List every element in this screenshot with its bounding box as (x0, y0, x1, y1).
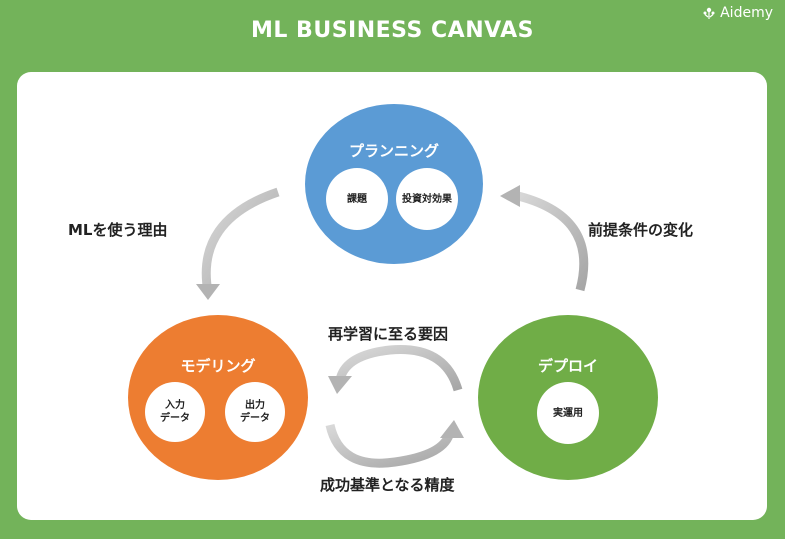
modeling-label: モデリング (180, 357, 256, 375)
input-data-line2: データ (160, 413, 190, 424)
output-data-node: 出力 データ (225, 382, 285, 442)
production-node: 実運用 (537, 382, 599, 444)
planning-circle: プランニング 課題 投資対効果 (305, 104, 483, 264)
retraining-factor-label: 再学習に至る要因 (328, 325, 449, 343)
arrow-modeling-to-deploy (325, 420, 464, 468)
output-data-line1: 出力 (245, 400, 265, 411)
reason-label: MLを使う理由 (68, 221, 168, 239)
deploy-label: デプロイ (537, 357, 598, 375)
roi-node: 投資対効果 (396, 168, 458, 230)
arrow-deploy-to-modeling (328, 345, 463, 394)
roi-label: 投資対効果 (402, 193, 452, 205)
arrow-planning-to-modeling (196, 187, 280, 300)
arrow-deploy-to-planning (500, 185, 589, 292)
page-title: ML BUSINESS CANVAS (250, 18, 535, 43)
deploy-circle: デプロイ 実運用 (478, 315, 658, 480)
task-label: 課題 (347, 193, 367, 205)
output-data-line2: データ (240, 413, 270, 424)
sprout-icon (703, 7, 715, 19)
success-criteria-label: 成功基準となる精度 (320, 476, 455, 494)
precondition-change-label: 前提条件の変化 (588, 221, 694, 239)
input-data-node: 入力 データ (145, 382, 205, 442)
input-data-line1: 入力 (165, 400, 185, 411)
planning-label: プランニング (348, 142, 439, 160)
modeling-circle: モデリング 入力 データ 出力 データ (128, 315, 308, 480)
logo-text: Aidemy (720, 5, 773, 21)
production-label: 実運用 (553, 407, 583, 419)
aidemy-logo: Aidemy (702, 5, 773, 21)
task-node: 課題 (326, 168, 388, 230)
